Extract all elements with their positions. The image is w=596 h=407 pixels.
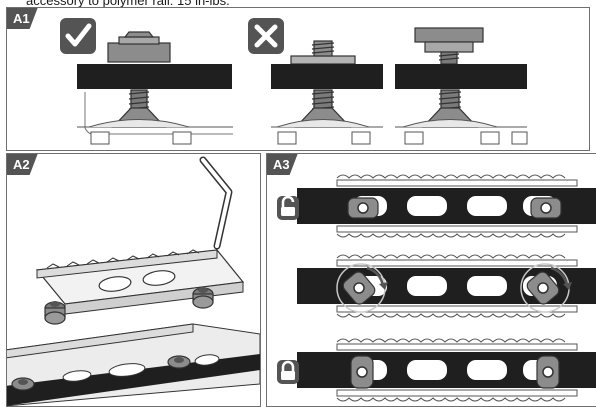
panel-a1-illustration (60, 18, 528, 145)
panel-a2: A2 (6, 153, 261, 407)
panel-a3-label: A3 (267, 154, 298, 175)
unlocked-padlock-icon (277, 195, 299, 220)
check-icon (60, 18, 96, 54)
t-nut-icon (11, 355, 191, 391)
t-nut-icon (44, 301, 66, 325)
panel-a3: A3 (266, 153, 596, 407)
locked-padlock-icon (277, 360, 299, 384)
instruction-caption: accessory to polymer rail: 15 in-lbs. (26, 0, 230, 8)
rotating-nut (336, 263, 388, 313)
panel-a1-label: A1 (7, 8, 38, 29)
rail-row-rotating (296, 254, 596, 318)
nut-locked (536, 355, 560, 389)
panel-a2-label: A2 (7, 154, 38, 175)
polymer-rail (7, 323, 260, 406)
correct-assembly (77, 31, 233, 145)
panel-a3-illustration (277, 174, 596, 402)
nut-unlocked (530, 197, 562, 219)
hex-key-icon (199, 156, 233, 250)
incorrect-assembly-2 (395, 27, 528, 145)
panel-a2-illustration (7, 156, 260, 406)
panel-a1: A1 (6, 7, 590, 151)
rail-row-unlocked (277, 174, 596, 238)
rotating-nut (520, 263, 572, 313)
nut-unlocked (347, 197, 379, 219)
rail-row-locked (277, 338, 596, 402)
incorrect-assembly-1 (271, 40, 383, 145)
t-nut-icon (192, 287, 214, 309)
x-icon (248, 18, 284, 54)
nut-locked (350, 355, 374, 389)
